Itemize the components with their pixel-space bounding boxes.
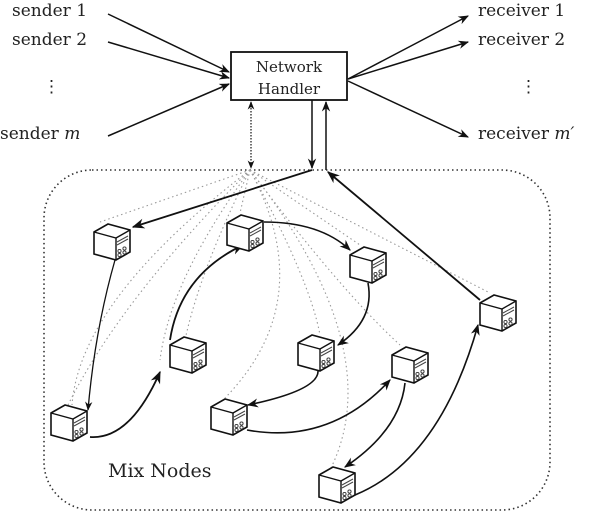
receiver-m-arrow <box>347 80 469 138</box>
mix-node-7-icon[interactable] <box>391 346 429 384</box>
receiver-ellipsis: ⋮ <box>520 77 537 97</box>
receiver-2-label: receiver 2 <box>478 30 566 50</box>
mix-node-10-icon[interactable] <box>318 466 356 504</box>
sender-m-arrow <box>107 83 230 137</box>
sender-1-arrow <box>107 13 230 73</box>
mix-node-1-icon[interactable] <box>93 223 131 261</box>
mix-node-3-icon[interactable] <box>349 246 387 284</box>
sender-ellipsis: ⋮ <box>43 77 60 97</box>
mix-paths <box>85 169 481 496</box>
mix-node-6-icon[interactable] <box>479 294 517 332</box>
mix-node-9-icon[interactable] <box>210 398 248 436</box>
network-handler-box <box>230 51 348 101</box>
broadcast-links <box>67 169 491 471</box>
receiver-2-arrow <box>347 40 470 80</box>
receiver-1-arrow <box>347 15 469 80</box>
receiver-m-label: receiver m′ <box>478 124 575 144</box>
sender-m-label: sender m <box>0 124 81 144</box>
handler-line2: Handler <box>258 80 321 98</box>
mix-node-8-icon[interactable] <box>50 404 88 442</box>
mix-node-2-icon[interactable] <box>226 214 264 252</box>
mix-node-4-icon[interactable] <box>169 336 207 374</box>
sender-2-arrow <box>107 41 231 80</box>
sender-2-label: sender 2 <box>12 30 88 50</box>
mix-nodes-label: Mix Nodes <box>108 460 212 482</box>
mix-node-5-icon[interactable] <box>297 334 335 372</box>
receiver-1-label: receiver 1 <box>478 1 566 21</box>
sender-1-label: sender 1 <box>12 1 88 21</box>
handler-line1: Network <box>256 58 323 76</box>
